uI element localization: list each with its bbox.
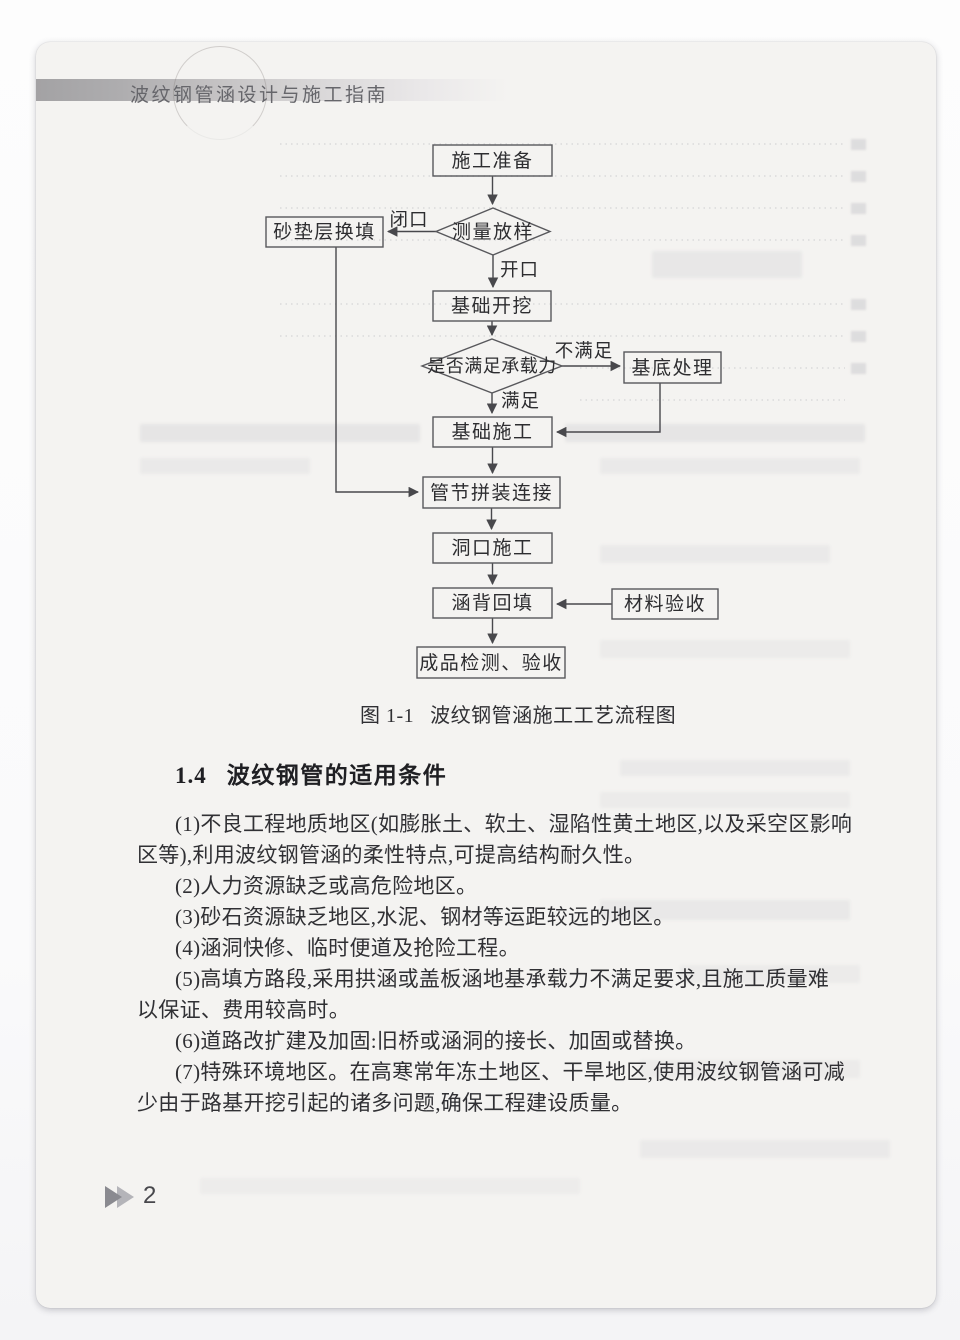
bleed-through-artifact <box>851 363 866 374</box>
body-text-line: 少由于路基开挖引起的诸多问题,确保工程建设质量。 <box>137 1091 633 1115</box>
figure-caption: 图 1-1 波纹钢管涵施工工艺流程图 <box>360 699 676 728</box>
bleed-through-artifact <box>680 965 860 983</box>
page-number: 2 <box>143 1182 157 1209</box>
body-text-line: (7)特殊环境地区。在高寒常年冻土地区、干旱地区,使用波纹钢管涵可减 <box>175 1060 845 1084</box>
bleed-through-artifact <box>280 207 845 209</box>
bleed-through-artifact <box>280 303 845 305</box>
bleed-through-artifact <box>851 235 866 246</box>
body-text-line: (2)人力资源缺乏或高危险地区。 <box>175 874 478 898</box>
section-title: 波纹钢管的适用条件 <box>226 762 448 788</box>
section-body: (1)不良工程地质地区(如膨胀土、软土、湿陷性黄土地区,以及采空区影响 区等),… <box>137 809 877 1119</box>
body-text-line: (6)道路改扩建及加固:旧桥或涵洞的接长、加固或替换。 <box>175 1029 697 1053</box>
bleed-through-artifact <box>851 299 866 310</box>
body-text-line: 区等),利用波纹钢管涵的柔性特点,可提高结构耐久性。 <box>137 843 646 867</box>
bleed-through-artifact <box>600 792 850 808</box>
bleed-through-artifact <box>580 367 845 369</box>
bleed-through-artifact <box>280 175 845 177</box>
body-text-line: 以保证、费用较高时。 <box>137 998 350 1022</box>
scan-artifact-arc <box>173 46 267 140</box>
body-text-line: (4)涵洞快修、临时便道及抢险工程。 <box>175 936 520 960</box>
bleed-through-artifact <box>652 251 802 278</box>
bleed-through-artifact <box>851 139 866 150</box>
section-heading: 1.4 波纹钢管的适用条件 <box>175 756 447 790</box>
bleed-through-artifact <box>600 640 850 658</box>
bleed-through-artifact <box>851 331 866 342</box>
bleed-through-artifact <box>851 203 866 214</box>
bleed-through-artifact <box>580 399 845 401</box>
section-number: 1.4 <box>175 763 207 788</box>
bleed-through-artifact <box>600 458 860 474</box>
figure-caption-label: 图 1-1 <box>360 705 415 727</box>
bleed-through-artifact <box>280 239 845 241</box>
bleed-through-artifact <box>565 424 865 442</box>
bleed-through-artifact <box>200 1178 580 1194</box>
figure-caption-title: 波纹钢管涵施工工艺流程图 <box>430 705 677 727</box>
bleed-through-artifact <box>140 424 420 442</box>
bleed-through-artifact <box>851 171 866 182</box>
chevron-double-right-icon <box>105 1186 134 1208</box>
body-text-line: (1)不良工程地质地区(如膨胀土、软土、湿陷性黄土地区,以及采空区影响 <box>175 812 853 836</box>
bleed-through-artifact <box>280 143 845 145</box>
bleed-through-artifact <box>140 458 310 474</box>
bleed-through-artifact <box>600 545 830 563</box>
bleed-through-artifact <box>600 900 850 920</box>
bleed-through-artifact <box>280 335 845 337</box>
running-header-band <box>36 79 508 101</box>
bleed-through-artifact <box>640 1140 890 1158</box>
bleed-through-artifact <box>640 1060 860 1078</box>
bleed-through-artifact <box>620 760 850 776</box>
body-text-line: (5)高填方路段,采用拱涵或盖板涵地基承载力不满足要求,且施工质量难 <box>175 967 830 991</box>
body-text-line: (3)砂石资源缺乏地区,水泥、钢材等运距较远的地区。 <box>175 905 675 929</box>
